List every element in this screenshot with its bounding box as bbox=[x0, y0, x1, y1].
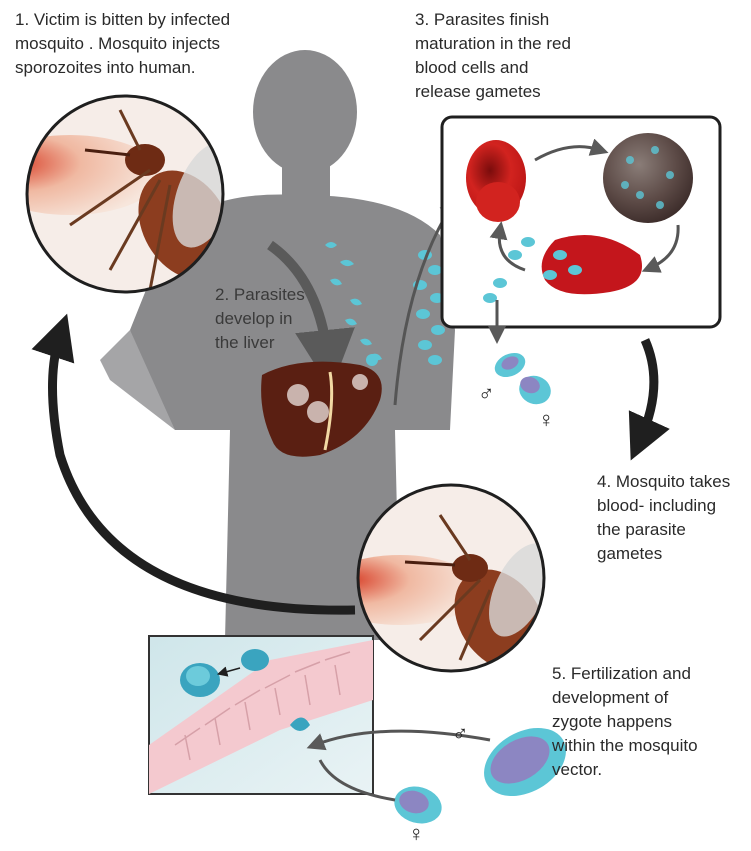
red-blood-cell-panel bbox=[442, 117, 720, 327]
caption-step-4-line: blood- including bbox=[597, 494, 730, 518]
caption-step-3-line: 3. Parasites finish bbox=[415, 8, 571, 32]
caption-step-1-line: 1. Victim is bitten by infected bbox=[15, 8, 230, 32]
caption-step-2-line: 2. Parasites bbox=[215, 283, 305, 307]
caption-step-4: 4. Mosquito takes blood- including the p… bbox=[597, 470, 730, 566]
gametes-blood bbox=[491, 348, 555, 408]
caption-step-1-line: sporozoites into human. bbox=[15, 56, 230, 80]
caption-step-3-line: maturation in the red bbox=[415, 32, 571, 56]
caption-step-2-line: develop in bbox=[215, 307, 305, 331]
male-symbol-icon: ♂ bbox=[452, 722, 469, 746]
caption-step-5-line: zygote happens bbox=[552, 710, 698, 734]
caption-step-3-line: blood cells and bbox=[415, 56, 571, 80]
caption-step-3-line: release gametes bbox=[415, 80, 571, 104]
caption-step-4-line: the parasite bbox=[597, 518, 730, 542]
caption-step-4-line: 4. Mosquito takes bbox=[597, 470, 730, 494]
caption-step-2: 2. Parasites develop in the liver bbox=[215, 283, 305, 355]
caption-step-5-line: development of bbox=[552, 686, 698, 710]
caption-step-4-line: gametes bbox=[597, 542, 730, 566]
female-symbol-icon: ♀ bbox=[408, 822, 425, 846]
mosquito-gut-panel bbox=[149, 636, 373, 794]
caption-step-1-line: mosquito . Mosquito injects bbox=[15, 32, 230, 56]
caption-step-2-line: the liver bbox=[215, 331, 305, 355]
caption-step-5-line: 5. Fertilization and bbox=[552, 662, 698, 686]
caption-step-5-line: within the mosquito bbox=[552, 734, 698, 758]
to-mosquito-arrow bbox=[640, 340, 654, 440]
caption-step-1: 1. Victim is bitten by infected mosquito… bbox=[15, 8, 230, 80]
caption-step-5-line: vector. bbox=[552, 758, 698, 782]
caption-step-3: 3. Parasites finish maturation in the re… bbox=[415, 8, 571, 104]
caption-step-5: 5. Fertilization and development of zygo… bbox=[552, 662, 698, 782]
male-symbol-icon: ♂ bbox=[478, 382, 495, 406]
female-symbol-icon: ♀ bbox=[538, 408, 555, 432]
